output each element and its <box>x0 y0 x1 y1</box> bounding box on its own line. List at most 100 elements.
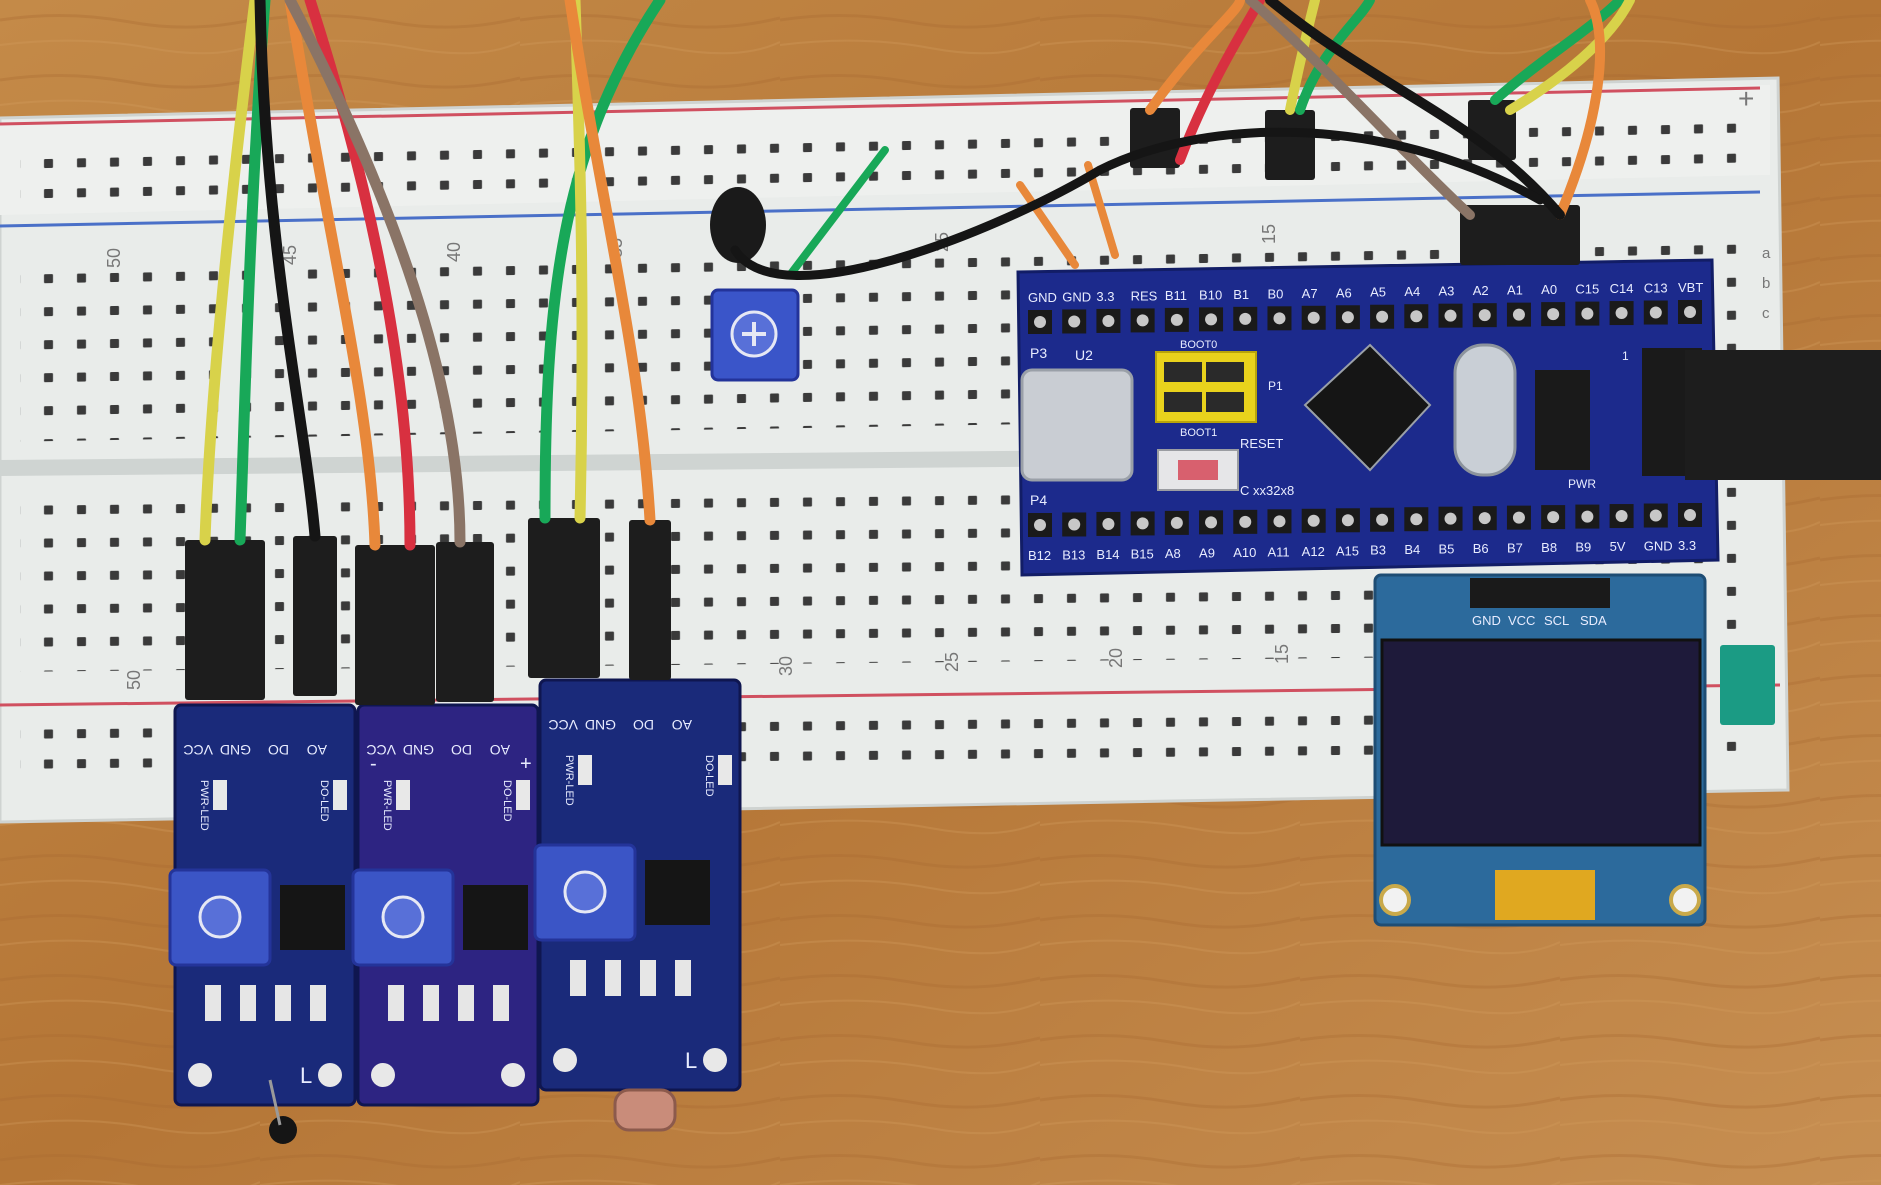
mcu-pin-label: RES <box>1131 288 1158 303</box>
oled-display: GND VCC SCL SDA <box>1373 573 1707 927</box>
mcu-pin-label: A11 <box>1267 544 1289 559</box>
oled-pin-vcc: VCC <box>1508 613 1535 628</box>
sensor-comparator-chip <box>645 860 710 925</box>
mcu-pin-label: 3.3 <box>1678 538 1696 553</box>
sensor-smd-component <box>388 985 404 1021</box>
mcu-pin-label: B15 <box>1131 546 1154 561</box>
voltage-regulator <box>1535 370 1590 470</box>
mcu-pin-contact <box>1341 514 1354 527</box>
label-p1: P1 <box>1268 379 1283 393</box>
oled-pin-gnd: GND <box>1472 613 1501 628</box>
label-p4: P4 <box>1030 492 1047 508</box>
sensor-smd-component <box>240 985 256 1021</box>
crystal-oscillator <box>1453 343 1517 477</box>
mcu-pin-contact <box>1136 517 1149 530</box>
mcu-chip <box>1303 343 1432 472</box>
sensor-led <box>333 780 347 810</box>
mcu-pin-contact <box>1684 306 1696 318</box>
label-pwr: PWR <box>1568 477 1596 491</box>
mcu-pin-contact <box>1684 509 1696 521</box>
mcu-pin-label: A6 <box>1336 285 1352 300</box>
sensor-pin-label: AO <box>307 742 327 758</box>
bb-top-num-2: 45 <box>280 245 300 265</box>
sensor-potentiometer-knob <box>381 895 425 939</box>
mcu-pin-contact <box>1512 308 1525 321</box>
mcu-pin-label: A12 <box>1302 544 1325 559</box>
mcu-pin-contact <box>1273 515 1286 528</box>
mcu-pin-contact <box>1478 309 1491 322</box>
mcu-pin-contact <box>1239 515 1252 528</box>
mcu-pin-contact <box>1410 513 1423 526</box>
bb-bottom-num-3: 25 <box>942 652 962 672</box>
mcu-pin-label: B3 <box>1370 543 1386 558</box>
sensor-pin-label: AO <box>490 742 510 758</box>
bb-bottom-num-5: 15 <box>1272 644 1292 664</box>
sensor-probes <box>268 1079 677 1144</box>
mcu-pin-contact <box>1376 513 1389 526</box>
sensor-mount-hole <box>188 1063 212 1087</box>
sensor-terminal-mark: L <box>300 1063 312 1088</box>
sensor-pin-label: AO <box>672 717 692 733</box>
mcu-pin-contact <box>1205 516 1218 529</box>
mcu-pin-contact <box>1239 312 1252 325</box>
mcu-pin-contact <box>1068 518 1081 531</box>
sensor-mount-hole <box>318 1063 342 1087</box>
mcu-pin-contact <box>1034 316 1046 328</box>
mcu-pin-label: B8 <box>1541 540 1557 555</box>
sensor-pin-label: VCC <box>183 742 213 758</box>
row-letter-c: c <box>1762 305 1770 322</box>
mcu-pin-label: B11 <box>1165 288 1187 303</box>
sensor-smd-component <box>458 985 474 1021</box>
sensor-led <box>718 755 732 785</box>
sensor-led-label: PWR-LED <box>198 780 210 831</box>
sensor-mount-hole <box>501 1063 525 1087</box>
jumper-wires <box>199 0 1635 551</box>
mcu-pin-label: B1 <box>1233 287 1249 302</box>
mcu-pin-contact <box>1136 314 1149 327</box>
mcu-pin-label: B12 <box>1028 548 1051 563</box>
mcu-pin-label: B5 <box>1439 542 1455 557</box>
sensor-smd-component <box>605 960 621 996</box>
mcu-pin-label: A10 <box>1233 545 1256 560</box>
mcu-pin-contact <box>1307 311 1320 324</box>
plus-mark: + <box>1738 83 1754 114</box>
dupont-connectors <box>185 100 1881 705</box>
row-letter-b: b <box>1762 275 1770 292</box>
mcu-pin-label: 3.3 <box>1096 289 1114 304</box>
bb-bottom-num-1: 50 <box>124 670 144 690</box>
mcu-pin-label: A3 <box>1439 284 1455 299</box>
sensor-smd-component <box>423 985 439 1021</box>
mcu-pin-contact <box>1444 309 1457 322</box>
mcu-pin-label: A2 <box>1473 283 1489 298</box>
sensor-led <box>213 780 227 810</box>
mcu-pin-label: C14 <box>1610 281 1634 296</box>
mcu-pin-label: 5V <box>1610 539 1626 554</box>
green-tape <box>1720 645 1775 725</box>
mcu-pin-contact <box>1273 312 1286 325</box>
sensor-pin-label: DO <box>633 717 654 733</box>
bb-bottom-num-2: 30 <box>776 656 796 676</box>
mcu-pin-contact <box>1034 519 1046 531</box>
mcu-pin-contact <box>1649 509 1662 522</box>
mcu-pin-label: A0 <box>1541 282 1557 297</box>
top-rail-red-line <box>0 86 1761 126</box>
sensor-smd-component <box>310 985 326 1021</box>
mcu-pin-label: B0 <box>1267 286 1283 301</box>
mcu-pin-contact <box>1615 307 1628 320</box>
label-boot1: BOOT1 <box>1180 427 1217 439</box>
mcu-pin-label: GND <box>1062 289 1091 304</box>
mcu-pin-contact <box>1478 512 1491 525</box>
mcu-pin-contact <box>1341 311 1354 324</box>
sensor-smd-component <box>640 960 656 996</box>
thermistor-leg <box>268 1079 282 1126</box>
mcu-pin-label: A15 <box>1336 543 1359 558</box>
sensor-potentiometer-knob <box>563 870 607 914</box>
mcu-pin-label: A9 <box>1199 545 1215 560</box>
label-pin-one: 1 <box>1622 349 1629 363</box>
sensor-led <box>578 755 592 785</box>
